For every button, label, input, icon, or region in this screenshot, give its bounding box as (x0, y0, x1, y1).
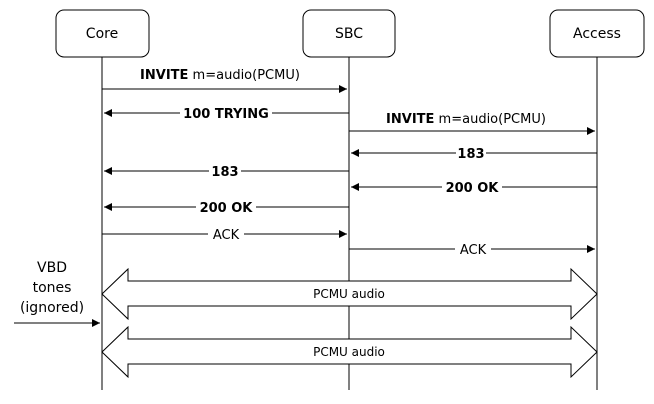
core-entity-label: Core (86, 26, 118, 42)
ok-sbc-core-label: 200 OK (200, 201, 254, 216)
invite-core-sbc-label: INVITE m=audio(PCMU) (140, 68, 300, 83)
sbc-entity-label: SBC (335, 26, 363, 42)
sbc-entity: SBC (302, 9, 396, 58)
invite-core-sbc-sdp: m=audio(PCMU) (188, 68, 300, 83)
ack-sbc-access-label: ACK (460, 243, 487, 258)
tones-line: tones (33, 280, 72, 296)
invite-sbc-access-sdp: m=audio(PCMU) (434, 112, 546, 127)
invite-core-sbc-method: INVITE (140, 68, 188, 83)
access-entity-label: Access (573, 26, 621, 42)
media-stream-2-label: PCMU audio (313, 345, 385, 359)
access-entity: Access (549, 9, 645, 58)
media-stream-1-label: PCMU audio (313, 287, 385, 301)
ack-core-sbc-label: ACK (213, 228, 240, 243)
core-entity: Core (55, 9, 150, 58)
vbd-line: VBD (37, 260, 67, 276)
r183-access-sbc-label: 183 (457, 147, 484, 162)
trying-label: 100 TRYING (183, 107, 269, 122)
vbd-tones-note: VBD tones (ignored) (20, 260, 84, 316)
ignored-line: (ignored) (20, 300, 84, 316)
ok-access-sbc-label: 200 OK (446, 181, 500, 196)
media-stream-2-arrow (101, 325, 598, 379)
invite-sbc-access-method: INVITE (386, 112, 434, 127)
media-stream-1-arrow (101, 267, 598, 321)
r183-sbc-core-label: 183 (211, 165, 238, 180)
invite-sbc-access-label: INVITE m=audio(PCMU) (386, 112, 546, 127)
